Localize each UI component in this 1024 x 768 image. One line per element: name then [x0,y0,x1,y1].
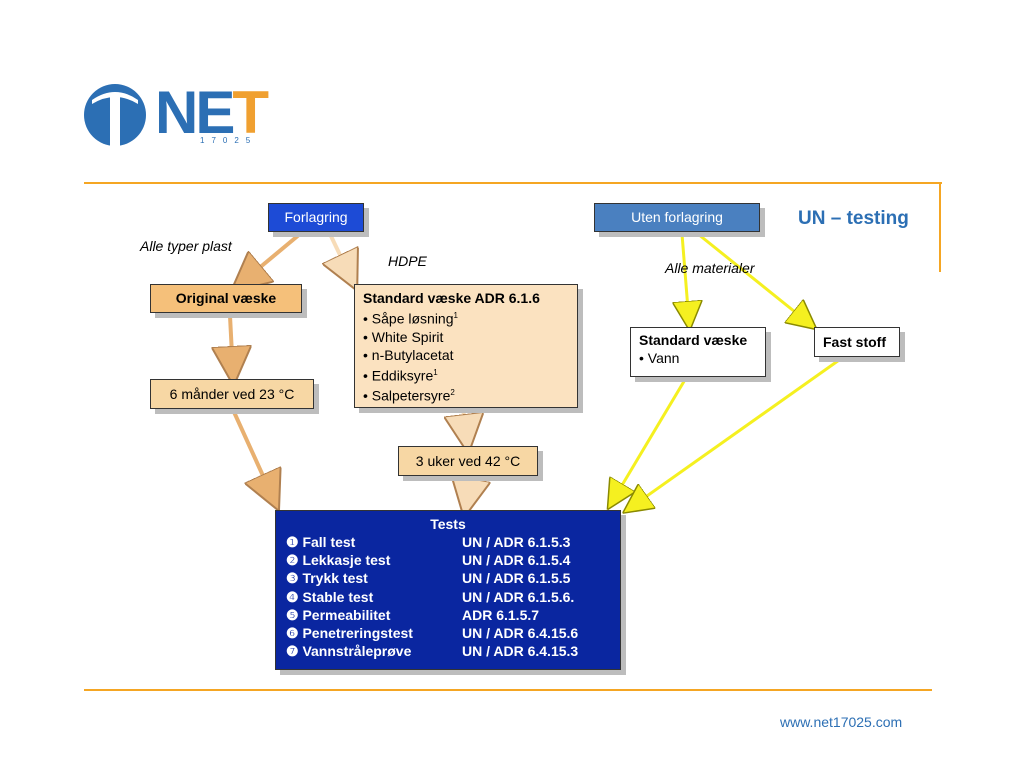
bottom-divider [84,689,932,691]
label-hdpe: HDPE [388,253,427,269]
footer-url[interactable]: www.net17025.com [780,714,903,730]
standard-vaske-title: Standard væske [639,332,748,348]
adr-item: • White Spirit [363,328,444,345]
top-divider [84,182,942,184]
node-original-vaske: Original væske [150,284,302,313]
logo-word-blue: NE [155,79,235,146]
arrow-adr-3uker [463,406,467,442]
arrow-forlagring-original [240,232,302,284]
node-standard-vaske: Standard væske • Vann [630,327,766,377]
adr-item: • Såpe løsning1 [363,310,458,327]
label-alle-typer-plast: Alle typer plast [140,238,232,254]
node-3-uker: 3 uker ved 42 °C [398,446,538,476]
tests-title: Tests [430,516,466,532]
arrow-original-6mander [230,314,233,374]
adr-item: • Eddiksyre1 [363,367,438,384]
net-logo-icon [84,84,146,148]
page-title: UN – testing [798,208,909,229]
arrow-standard-tests [612,376,688,502]
node-standard-vaske-adr: Standard væske ADR 6.1.6 • Såpe løsning1… [354,284,578,408]
adr-title: Standard væske ADR 6.1.6 [363,290,540,306]
node-uten-forlagring: Uten forlagring [594,203,760,232]
logo-number: 17025 [200,136,258,145]
adr-item: • n-Butylacetat [363,346,454,363]
arrow-3uker-tests [466,478,471,506]
arrow-forlagring-adr [330,232,352,280]
arrow-uten-standard [682,232,689,322]
node-fast-stoff: Fast stoff [814,327,900,357]
arrow-6mander-tests [232,410,274,500]
right-divider [939,182,941,272]
arrow-fast-tests [630,356,844,508]
logo-word-orange: T [232,79,269,146]
label-alle-materialer: Alle materialer [665,260,755,276]
adr-item: • Salpetersyre2 [363,387,455,404]
standard-vaske-item: • Vann [639,350,680,366]
arrow-uten-fast [696,232,810,324]
node-forlagring: Forlagring [268,203,364,232]
node-6-mander: 6 månder ved 23 °C [150,379,314,409]
logo-wordmark: NET [155,79,269,146]
